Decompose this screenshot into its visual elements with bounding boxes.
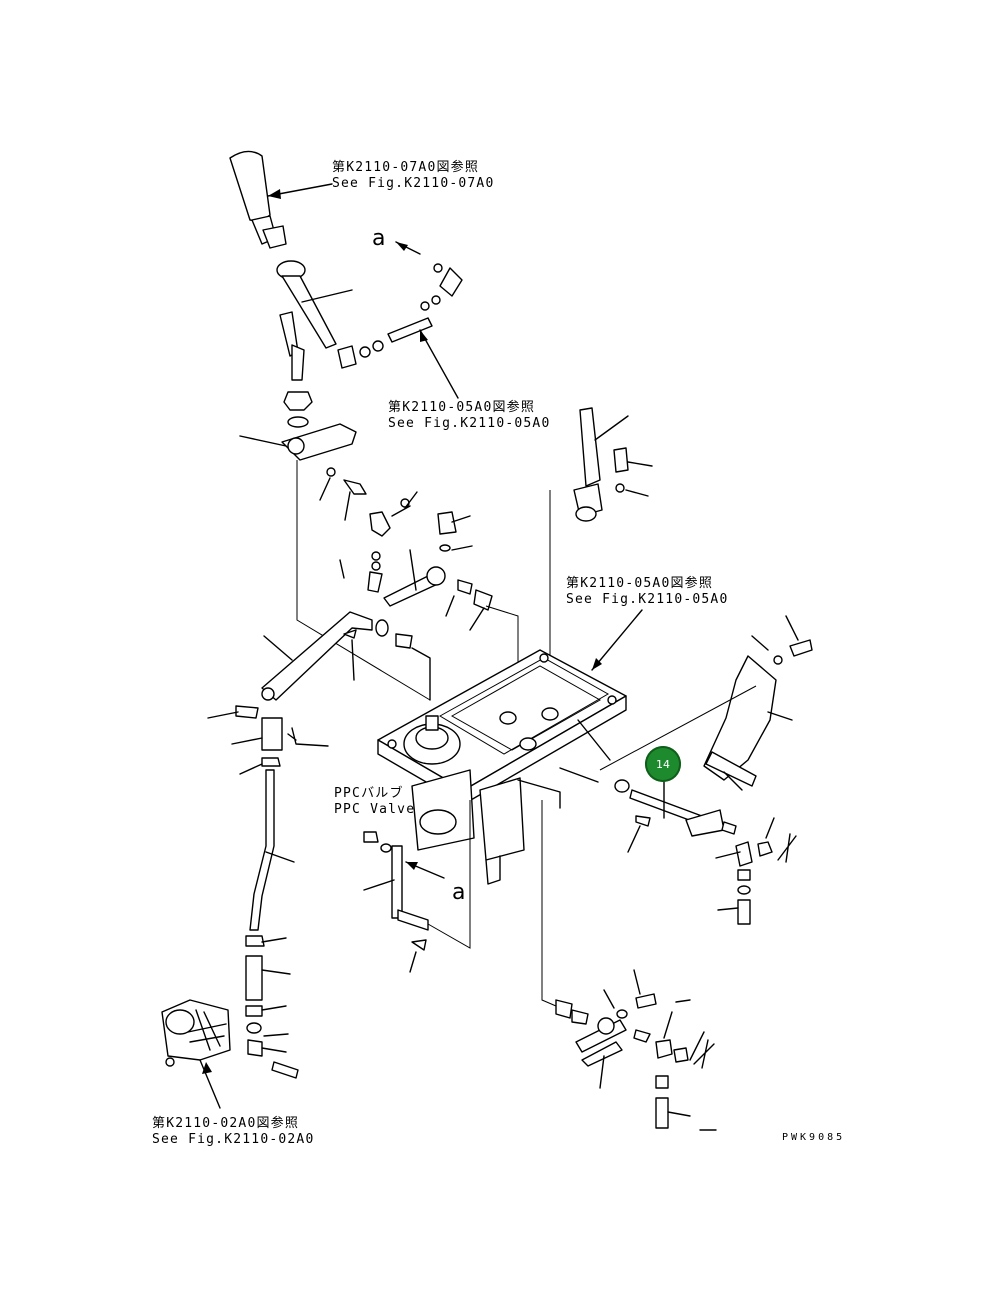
ref-mid-right-jp: 第K2110-05A0図参照 <box>566 576 714 591</box>
ref-top-jp: 第K2110-07A0図参照 <box>332 160 480 175</box>
leader-mid-ref <box>419 329 459 399</box>
right-shaft <box>614 779 737 837</box>
ref-top-en: See Fig.K2110-07A0 <box>332 176 495 191</box>
cross-shaft <box>261 611 431 701</box>
ref-mid-left-jp: 第K2110-05A0図参照 <box>388 400 536 415</box>
clevis <box>261 717 283 751</box>
lever-arm <box>276 260 353 381</box>
nut <box>283 391 313 411</box>
arrow-label-a-bottom: a <box>452 880 466 905</box>
transmission-assembly-ref <box>161 999 231 1067</box>
bolt <box>437 511 457 535</box>
lower-lever <box>391 845 429 931</box>
washer <box>287 416 309 428</box>
ref-mid-right-en: See Fig.K2110-05A0 <box>566 592 729 607</box>
ref-mid-left-en: See Fig.K2110-05A0 <box>388 416 551 431</box>
arrow-label-a-top: a <box>372 226 386 251</box>
ref-bottom-jp: 第K2110-02A0図参照 <box>152 1116 300 1131</box>
part-callout-14[interactable]: 14 <box>645 746 681 782</box>
bushing <box>457 579 473 595</box>
right-lever <box>573 407 603 522</box>
ppc-valve <box>403 715 525 885</box>
bottom-right-lever <box>575 1017 627 1067</box>
lever-knob <box>229 150 287 249</box>
drawing-code: PWK9085 <box>782 1132 846 1143</box>
ppc-valve-label-jp: PPCバルブ <box>334 786 404 801</box>
ppc-valve-label-en: PPC Valve <box>334 802 416 817</box>
ball-joint <box>369 511 391 537</box>
cross-shaft-bracket <box>281 423 357 461</box>
ref-bottom-en: See Fig.K2110-02A0 <box>152 1132 315 1147</box>
linkage-rod-upper <box>337 263 463 369</box>
right-bracket <box>703 655 777 791</box>
ppc-valve-base-plate <box>377 649 627 805</box>
linkage-lever <box>383 549 446 607</box>
control-rod <box>249 769 275 931</box>
